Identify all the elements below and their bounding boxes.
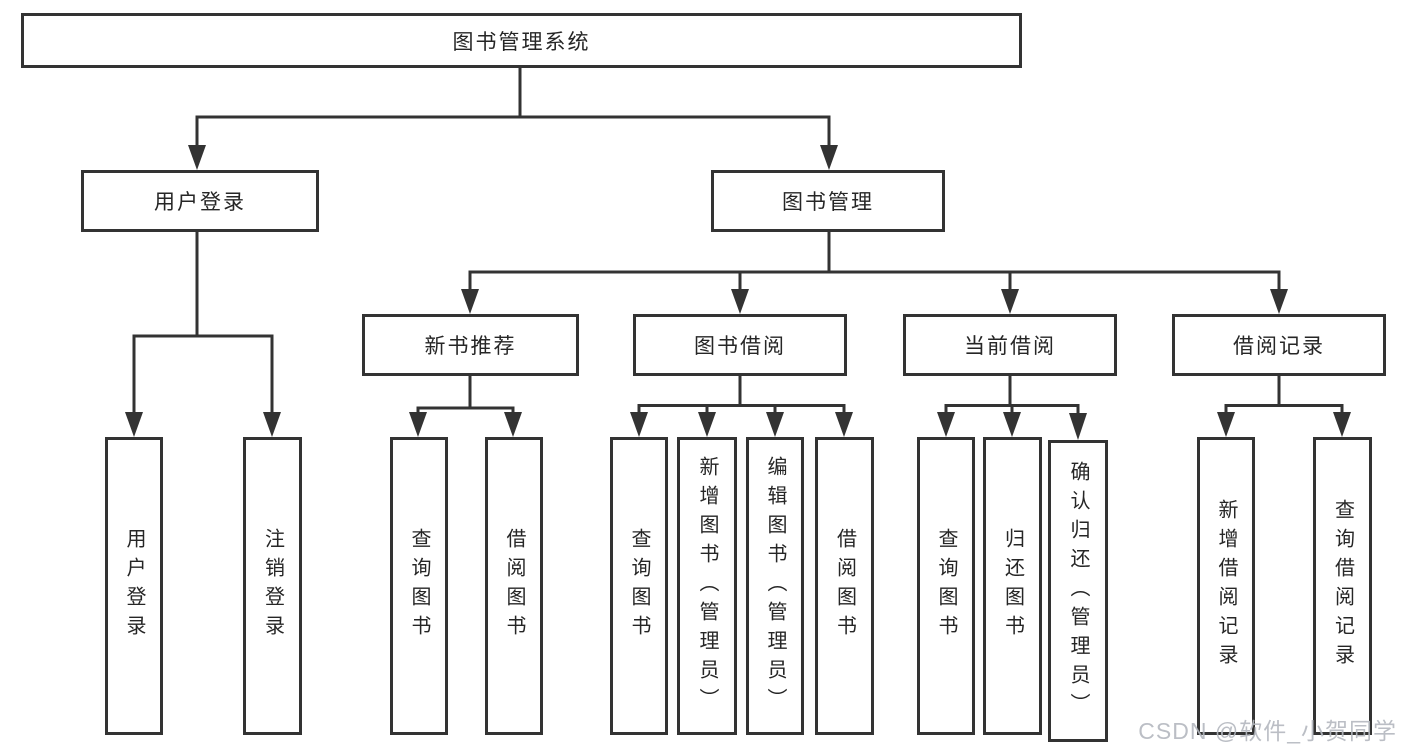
node-label: 图书借阅 — [694, 335, 786, 358]
leaf-label: 确认归还（管理员） — [1067, 460, 1089, 722]
leaf-current-confirm-return-admin: 确认归还（管理员） — [1048, 440, 1108, 742]
node-book-management: 图书管理 — [711, 170, 945, 232]
leaf-user-login: 用户登录 — [105, 437, 163, 735]
leaf-current-query-books: 查询图书 — [917, 437, 975, 735]
leaf-label: 查询图书 — [408, 528, 430, 644]
csdn-watermark: CSDN @软件_小贺同学 — [1138, 718, 1397, 744]
node-label: 新书推荐 — [424, 335, 517, 358]
node-current-borrowing: 当前借阅 — [903, 314, 1117, 376]
node-label: 图书管理系统 — [452, 30, 591, 54]
leaf-label: 归还图书 — [1001, 528, 1024, 644]
leaf-label: 用户登录 — [123, 528, 145, 644]
leaf-borrowing-borrow-books: 借阅图书 — [815, 437, 874, 735]
leaf-current-return-books: 归还图书 — [983, 437, 1042, 735]
leaf-borrowing-add-books-admin: 新增图书（管理员） — [677, 437, 737, 735]
leaf-label: 新增借阅记录 — [1215, 499, 1237, 673]
leaf-label: 查询图书 — [628, 528, 650, 644]
node-borrowing-records: 借阅记录 — [1172, 314, 1386, 376]
leaf-records-query-record: 查询借阅记录 — [1313, 437, 1372, 735]
leaf-label: 注销登录 — [261, 528, 284, 644]
node-root: 图书管理系统 — [21, 13, 1022, 68]
leaf-borrowing-query-books: 查询图书 — [610, 437, 668, 735]
leaf-borrowing-edit-books-admin: 编辑图书（管理员） — [746, 437, 804, 735]
leaf-label: 借阅图书 — [503, 528, 525, 644]
leaf-newbooks-query-books: 查询图书 — [390, 437, 448, 735]
node-label: 借阅记录 — [1233, 335, 1325, 358]
leaf-label: 编辑图书（管理员） — [764, 455, 786, 717]
leaf-label: 借阅图书 — [833, 528, 856, 644]
node-label: 图书管理 — [782, 191, 874, 214]
node-label: 当前借阅 — [964, 335, 1056, 358]
node-new-book-recommend: 新书推荐 — [362, 314, 579, 376]
node-label: 用户登录 — [154, 191, 246, 214]
leaf-label: 查询借阅记录 — [1331, 499, 1354, 673]
connectors — [125, 68, 1351, 440]
node-book-borrowing: 图书借阅 — [633, 314, 847, 376]
node-user-login: 用户登录 — [81, 170, 319, 232]
leaf-records-add-record: 新增借阅记录 — [1197, 437, 1255, 735]
leaf-label: 新增图书（管理员） — [696, 455, 718, 717]
leaf-label: 查询图书 — [935, 528, 957, 644]
leaf-logout: 注销登录 — [243, 437, 302, 735]
leaf-newbooks-borrow-books: 借阅图书 — [485, 437, 543, 735]
